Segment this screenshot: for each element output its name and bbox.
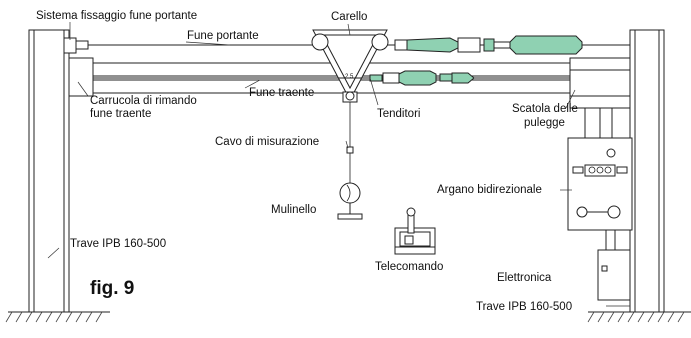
label-return-pulley-line1: Carrucola di rimando: [90, 95, 197, 107]
leader-lines: [47, 22, 630, 307]
pulley-box: [569, 57, 631, 138]
label-beam-left: Trave IPB 160-500: [70, 238, 166, 250]
remote-control: [394, 207, 436, 255]
label-electronics: Elettronica: [497, 272, 552, 284]
label-pulley-box-line2: pulegge: [524, 117, 565, 129]
label-current-meter: Mulinello: [271, 204, 316, 216]
tensioner-lower: [369, 70, 475, 86]
label-beam-right: Trave IPB 160-500: [476, 301, 572, 313]
measuring-cable: [346, 102, 354, 183]
svg-text:2 5: 2 5: [345, 74, 354, 80]
label-carrying-rope: Fune portante: [187, 30, 259, 42]
figure-number: fig. 9: [90, 278, 134, 299]
label-anchorage-system: Sistema fissaggio fune portante: [36, 10, 197, 22]
label-pulley-box-line1: Scatola delle: [512, 103, 578, 115]
tensioner-upper: [394, 35, 583, 55]
label-winch: Argano bidirezionale: [437, 184, 542, 196]
anchorage-fixing: [63, 37, 89, 54]
left-beam: [28, 29, 70, 313]
return-pulley-block: [68, 57, 94, 97]
carriage: 2 5: [311, 29, 389, 103]
electronics-box: [597, 230, 631, 301]
label-remote-control: Telecomando: [375, 261, 443, 273]
current-meter: [337, 182, 363, 220]
right-beam: [629, 29, 665, 313]
winch: [567, 137, 633, 231]
label-carriage: Carello: [331, 11, 367, 23]
ground-hatching: [5, 311, 691, 323]
label-haul-rope: Fune traente: [249, 87, 314, 99]
label-measuring-cable: Cavo di misurazione: [215, 136, 319, 148]
label-return-pulley-line2: fune traente: [90, 108, 151, 120]
label-tensioners: Tenditori: [377, 108, 420, 120]
